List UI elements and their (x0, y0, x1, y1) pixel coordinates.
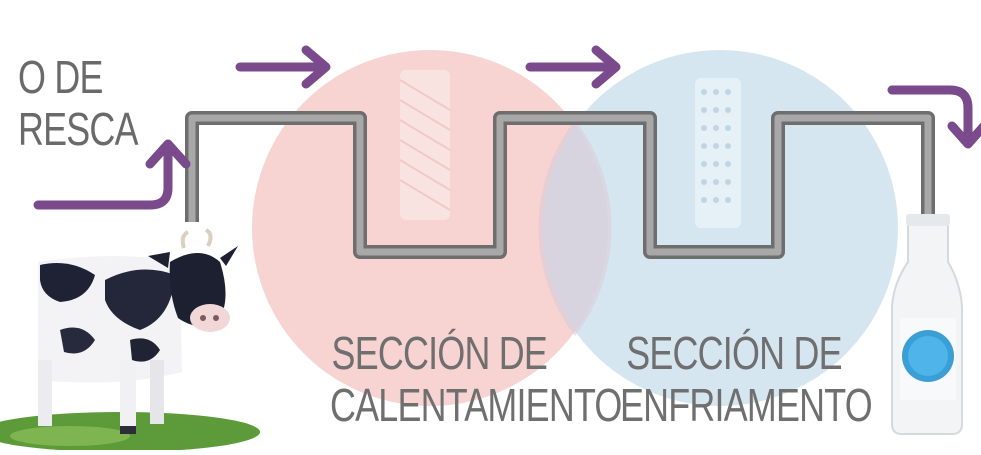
heating-element-icon (399, 70, 451, 220)
cooling-element-icon (695, 78, 741, 228)
heating-section-line1: SECCIÓN DE (331, 327, 548, 379)
arrow-down-icon (887, 85, 973, 145)
zone-overlap (538, 120, 612, 336)
heating-section-line2: CALENTAMIENTO (330, 378, 622, 431)
raw-milk-line2: RESCA (18, 102, 139, 155)
heating-zone (252, 50, 608, 406)
raw-milk-label: O DE RESCA (18, 51, 139, 155)
milk-pipe (185, 111, 935, 259)
arrow-up-icon (33, 143, 173, 210)
cooling-section-line1: SECCIÓN DE (626, 327, 842, 379)
cooling-section-label: SECCIÓN DE ENFRIAMENTO (620, 327, 873, 431)
milk-bottle-icon (891, 214, 963, 435)
cow-icon (38, 228, 238, 434)
heating-section-label: SECCIÓN DE CALENTAMIENTO (330, 327, 622, 431)
cooling-section-line2: ENFRIAMENTO (620, 378, 873, 431)
raw-milk-line1: O DE (18, 51, 103, 103)
flow-arrows (33, 45, 981, 210)
